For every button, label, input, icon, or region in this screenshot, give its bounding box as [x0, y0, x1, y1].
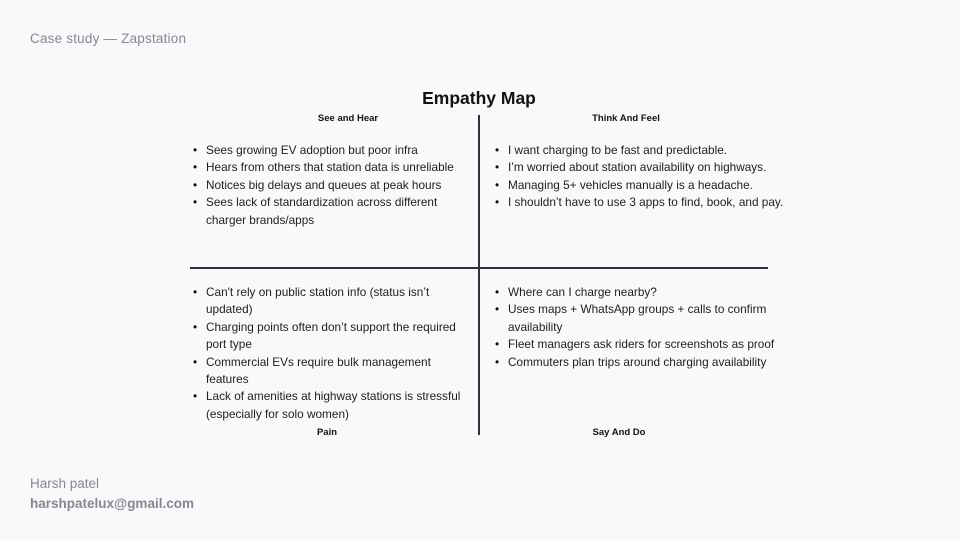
quadrant-list-say-and-do: Where can I charge nearby?Uses maps + Wh… [487, 284, 787, 371]
list-item: I want charging to be fast and predictab… [495, 142, 787, 160]
slide-footer: Harsh patel harshpatelux@gmail.com [30, 474, 194, 514]
list-item: Hears from others that station data is u… [193, 159, 471, 177]
author-email: harshpatelux@gmail.com [30, 496, 194, 511]
slide-header-title: Case study — Zapstation [30, 31, 187, 46]
vertical-divider-line [478, 115, 480, 435]
list-item: Commercial EVs require bulk management f… [193, 354, 471, 389]
horizontal-divider-line [190, 267, 768, 269]
list-item: Charging points often don’t support the … [193, 319, 471, 354]
list-item: Sees growing EV adoption but poor infra [193, 142, 471, 160]
list-item: Where can I charge nearby? [495, 284, 787, 302]
quadrant-list-pain: Can't rely on public station info (statu… [185, 284, 471, 423]
list-item: Can't rely on public station info (statu… [193, 284, 471, 319]
empathy-map-title: Empathy Map [422, 88, 536, 108]
list-item: Lack of amenities at highway stations is… [193, 388, 471, 423]
list-item: Fleet managers ask riders for screenshot… [495, 336, 787, 354]
list-item: Uses maps + WhatsApp groups + calls to c… [495, 301, 787, 336]
quadrant-list-think-and-feel: I want charging to be fast and predictab… [487, 142, 787, 212]
list-item: Commuters plan trips around charging ava… [495, 354, 787, 372]
quadrant-label-pain: Pain [316, 427, 338, 438]
quadrant-list-see-and-hear: Sees growing EV adoption but poor infraH… [185, 142, 471, 229]
list-item: Notices big delays and queues at peak ho… [193, 177, 471, 195]
quadrant-label-say-and-do: Say And Do [592, 427, 646, 438]
quadrant-label-see-and-hear: See and Hear [317, 113, 379, 124]
author-name: Harsh patel [30, 476, 100, 491]
list-item: I’m worried about station availability o… [495, 159, 787, 177]
list-item: I shouldn’t have to use 3 apps to find, … [495, 194, 787, 212]
list-item: Managing 5+ vehicles manually is a heada… [495, 177, 787, 195]
list-item: Sees lack of standardization across diff… [193, 194, 471, 229]
quadrant-label-think-and-feel: Think And Feel [592, 113, 660, 124]
